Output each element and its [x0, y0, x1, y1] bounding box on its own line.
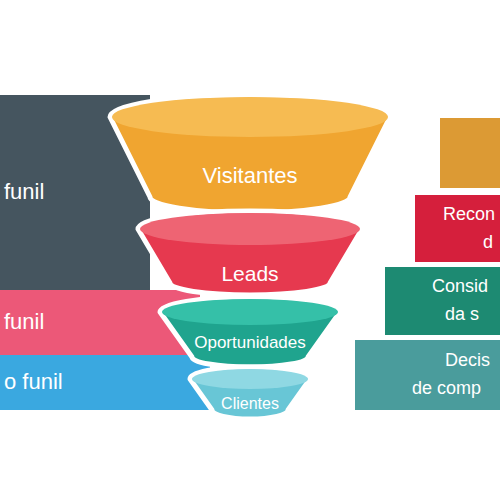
- funnel-layer: Visitantes: [110, 95, 390, 213]
- funnel-body: [138, 211, 362, 295]
- stage-label: d: [483, 232, 493, 254]
- stage-label: de comp: [412, 378, 481, 400]
- funnel-layer: Clientes: [190, 367, 310, 419]
- funnel-body: [110, 95, 390, 213]
- stage-label: Recon: [443, 204, 495, 226]
- stage-label: o funil: [4, 369, 63, 395]
- stage-label: Consid: [432, 276, 488, 298]
- stage-band: Consid da s: [385, 267, 500, 335]
- funnel-label: Visitantes: [203, 163, 298, 189]
- stage-band: Recon d: [415, 195, 500, 262]
- funnel-rim: [112, 97, 388, 137]
- funnel-layer: Oportunidades: [160, 297, 340, 367]
- funnel-label: Leads: [221, 261, 278, 286]
- stage-band: [440, 118, 500, 188]
- funnel-rim: [140, 213, 360, 245]
- funnel-rim: [162, 299, 338, 325]
- funnel-body: [160, 297, 340, 367]
- funnel-shape: [110, 95, 390, 213]
- stage-label: funil: [4, 179, 44, 205]
- funnel-label: Oportunidades: [194, 333, 306, 353]
- stage-label: da s: [445, 304, 479, 326]
- funnel-label: Clientes: [221, 394, 279, 413]
- funnel-rim: [192, 369, 308, 389]
- funnel-layer: Leads: [138, 211, 362, 295]
- funnel-body: [190, 367, 310, 419]
- stage-band: Decis de comp: [355, 340, 500, 410]
- stage-label: Decis: [445, 350, 490, 372]
- stage-band: o funil: [0, 355, 210, 410]
- funnel-shape: [160, 297, 340, 367]
- stage-label: funil: [4, 309, 44, 335]
